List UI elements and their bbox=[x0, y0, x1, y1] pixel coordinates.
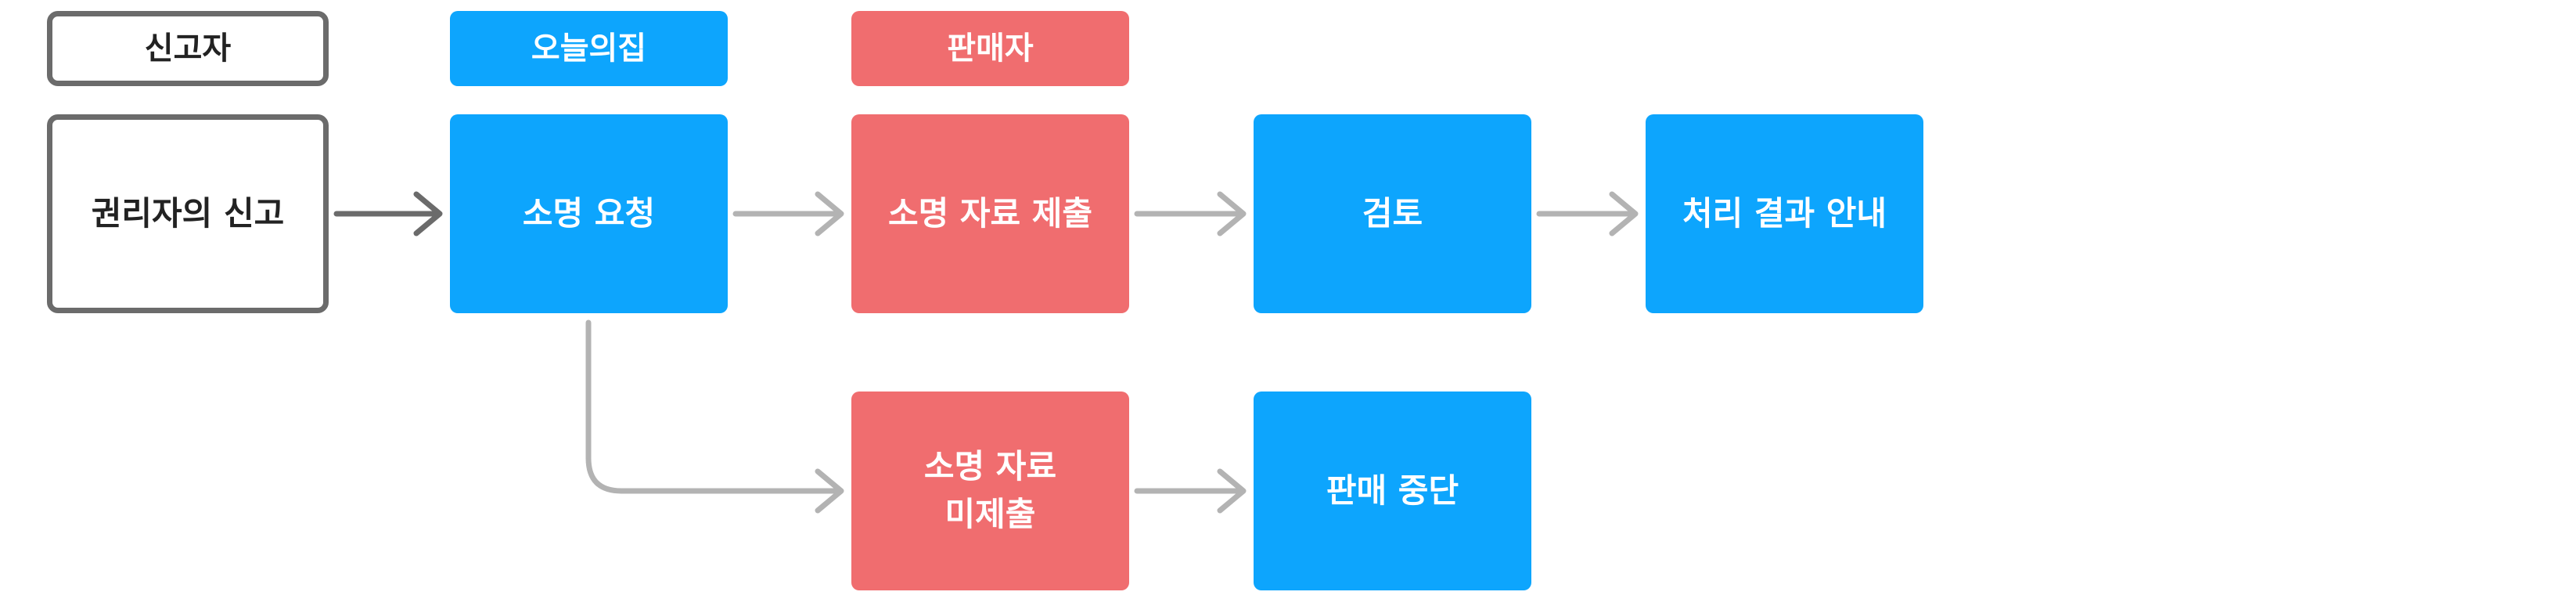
node-review-label: 검토 bbox=[1362, 193, 1423, 233]
node-sales-suspended-label: 판매 중단 bbox=[1326, 471, 1459, 510]
node-sales-suspended: 판매 중단 bbox=[1254, 392, 1531, 590]
header-seller-label: 판매자 bbox=[947, 31, 1034, 67]
node-result-notice: 처리 결과 안내 bbox=[1646, 114, 1923, 313]
arrow-submit-to-review bbox=[1134, 191, 1247, 236]
arrow-not-submitted-to-suspended bbox=[1134, 468, 1247, 514]
header-reporter-label: 신고자 bbox=[144, 31, 232, 67]
node-materials-not-submitted: 소명 자료 미제출 bbox=[851, 392, 1129, 590]
node-submit-materials-label: 소명 자료 제출 bbox=[887, 193, 1093, 233]
node-explanation-request-label: 소명 요청 bbox=[522, 193, 656, 233]
header-ohouse-label: 오늘의집 bbox=[531, 31, 647, 67]
header-ohouse: 오늘의집 bbox=[450, 11, 728, 86]
arrow-review-to-result bbox=[1536, 191, 1639, 236]
node-materials-not-submitted-line2: 미제출 bbox=[944, 495, 1036, 533]
node-materials-not-submitted-line1: 소명 자료 bbox=[923, 447, 1057, 486]
arrow-request-to-submit bbox=[732, 191, 844, 236]
header-seller: 판매자 bbox=[851, 11, 1129, 86]
node-rights-holder-report-label: 권리자의 신고 bbox=[91, 193, 285, 233]
node-rights-holder-report: 권리자의 신고 bbox=[47, 114, 329, 313]
node-submit-materials: 소명 자료 제출 bbox=[851, 114, 1129, 313]
node-explanation-request: 소명 요청 bbox=[450, 114, 728, 313]
arrow-report-to-request bbox=[333, 191, 443, 236]
node-result-notice-label: 처리 결과 안내 bbox=[1682, 193, 1887, 233]
header-reporter: 신고자 bbox=[47, 11, 329, 86]
node-review: 검토 bbox=[1254, 114, 1531, 313]
arrow-request-to-not-submitted bbox=[585, 319, 844, 514]
